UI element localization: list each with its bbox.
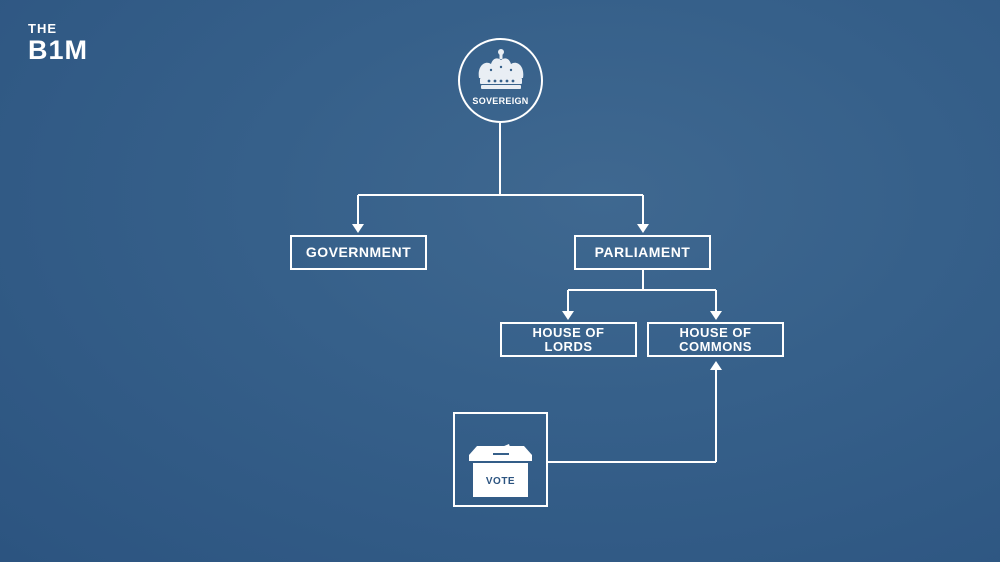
arrow-to-government xyxy=(352,224,364,233)
government-label: GOVERNMENT xyxy=(305,244,412,261)
parliament-box: PARLIAMENT xyxy=(574,235,711,270)
crown-icon xyxy=(478,49,524,89)
sovereign-node: SOVEREIGN xyxy=(458,38,543,123)
vote-label: VOTE xyxy=(485,476,516,487)
arrow-to-parliament xyxy=(637,224,649,233)
lords-label-line1: HOUSE OF xyxy=(532,324,605,340)
commons-label-line2: COMMONS xyxy=(679,338,752,354)
logo-top-text: THE xyxy=(28,21,57,36)
parliament-label: PARLIAMENT xyxy=(594,244,691,261)
ballot-box-icon xyxy=(469,444,532,497)
arrow-to-lords xyxy=(562,311,574,320)
lords-label-line2: LORDS xyxy=(544,338,593,354)
logo-main-text: B1M xyxy=(28,35,89,65)
arrow-vote-to-commons xyxy=(710,361,722,370)
vote-node: VOTE xyxy=(453,412,548,507)
arrow-to-commons xyxy=(710,311,722,320)
house-of-lords-box: HOUSE OF LORDS xyxy=(500,322,637,357)
b1m-logo: THE B1M xyxy=(28,22,88,64)
sovereign-label: SOVEREIGN xyxy=(472,96,529,106)
house-of-commons-box: HOUSE OF COMMONS xyxy=(647,322,784,357)
commons-label-line1: HOUSE OF xyxy=(679,324,752,340)
government-box: GOVERNMENT xyxy=(290,235,427,270)
